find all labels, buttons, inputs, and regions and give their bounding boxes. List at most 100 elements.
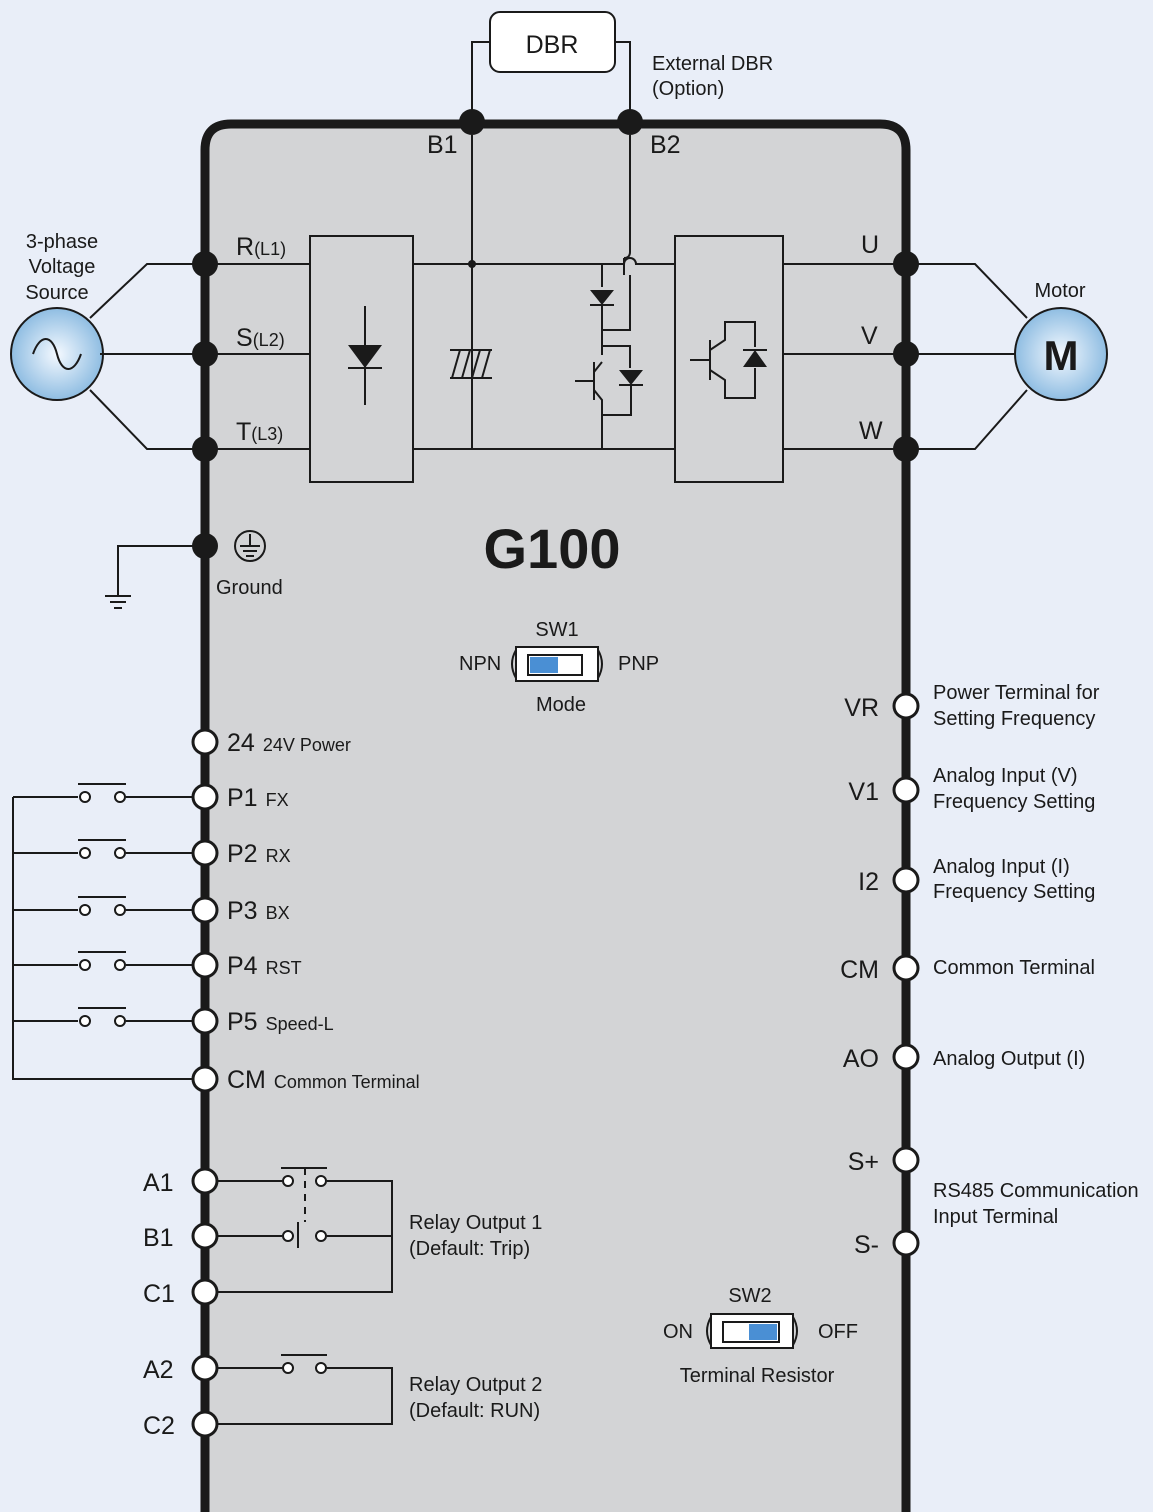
t-sub: (L3) [251, 424, 283, 444]
vr-desc1: Power Terminal for [933, 682, 1100, 704]
brake-transistor-icon [575, 264, 643, 449]
ao-label: AO [843, 1045, 879, 1073]
relay2-line1: Relay Output 2 [409, 1374, 542, 1396]
t-label: T [236, 418, 251, 446]
sw1-slider[interactable] [530, 657, 558, 673]
v1-desc1: Analog Input (V) [933, 765, 1078, 787]
c2-label: C2 [143, 1412, 175, 1440]
r-terminal[interactable] [192, 251, 218, 277]
term-p4-label: P4 [227, 952, 258, 980]
terminal-a1[interactable] [191, 1167, 219, 1195]
term-cm-label: CM [227, 1066, 266, 1094]
model-title: G100 [484, 517, 621, 580]
terminal-cm-left[interactable] [191, 1065, 219, 1093]
r-label: R [236, 233, 254, 261]
source-line2: Voltage [29, 256, 96, 278]
terminal-c2[interactable] [191, 1410, 219, 1438]
s-label: S [236, 324, 253, 352]
svg-text:T(L3): T(L3) [236, 418, 283, 446]
terminal-i2[interactable] [892, 866, 920, 894]
terminal-cm-right[interactable] [892, 954, 920, 982]
terminal-s-plus[interactable] [892, 1146, 920, 1174]
v1-label: V1 [848, 778, 879, 806]
terminal-vr[interactable] [892, 692, 920, 720]
voltage-source: 3-phase Voltage Source [10, 231, 205, 450]
b2-dc-terminal[interactable] [617, 109, 643, 135]
terminal-v1[interactable] [892, 776, 920, 804]
sw2-title: SW2 [728, 1285, 771, 1307]
vr-desc2: Setting Frequency [933, 708, 1095, 730]
analog-terminals: VR V1 I2 CM AO S+ S- Power Terminal for … [840, 682, 1139, 1259]
sw1-pnp-label: PNP [618, 653, 659, 675]
inverter-panel [200, 119, 911, 1512]
term-p5-label: P5 [227, 1008, 258, 1036]
svg-text:R(L1): R(L1) [236, 233, 286, 261]
s-terminal[interactable] [192, 341, 218, 367]
b1-label: B1 [427, 131, 458, 159]
relay2-contact [217, 1354, 393, 1425]
relay1-line1: Relay Output 1 [409, 1212, 542, 1234]
ground-icon [234, 530, 266, 562]
converter-block [309, 235, 414, 483]
output-terminals: U V W Motor M [859, 231, 1108, 462]
sw2-slider[interactable] [749, 1324, 777, 1340]
switch-p1[interactable] [13, 783, 193, 803]
rs485-desc1: RS485 Communication [933, 1180, 1139, 1202]
switch-p4[interactable] [13, 951, 193, 971]
a2-label: A2 [143, 1356, 174, 1384]
switch-p3[interactable] [13, 896, 193, 916]
b1-relay-label: B1 [143, 1224, 174, 1252]
sw1-title: SW1 [535, 619, 578, 641]
rs485-desc2: Input Terminal [933, 1206, 1058, 1228]
sw1-mode-label: Mode [536, 694, 586, 716]
terminal-p4[interactable] [191, 951, 219, 979]
terminal-b1[interactable] [191, 1222, 219, 1250]
terminal-s-minus[interactable] [892, 1229, 920, 1257]
terminal-a2[interactable] [191, 1354, 219, 1382]
term-cm-desc: Common Terminal [274, 1072, 420, 1092]
terminal-ao[interactable] [892, 1043, 920, 1071]
term-p2-label: P2 [227, 840, 258, 868]
motor-label: Motor [1034, 280, 1085, 302]
relay1-contact [217, 1167, 393, 1293]
terminal-p2[interactable] [191, 839, 219, 867]
igbt-icon [690, 321, 767, 399]
terminal-24[interactable] [191, 728, 219, 756]
relay1-line2: (Default: Trip) [409, 1238, 530, 1260]
terminal-c1[interactable] [191, 1278, 219, 1306]
input-terminals: R(L1) S(L2) T(L3) [192, 233, 286, 462]
term-p2-desc: RX [266, 846, 291, 866]
motor-symbol: M [1044, 332, 1079, 379]
sw2-on-label: ON [663, 1321, 693, 1343]
dbr-label: DBR [526, 31, 579, 59]
switch-p2[interactable] [13, 839, 193, 859]
v-label: V [861, 322, 878, 350]
u-label: U [861, 231, 879, 259]
term-24-label: 24 [227, 729, 255, 757]
terminal-p1[interactable] [191, 783, 219, 811]
term-p3-label: P3 [227, 897, 258, 925]
s-minus-label: S- [854, 1231, 879, 1259]
sw1-npn-label: NPN [459, 653, 501, 675]
dbr-section: DBR External DBR (Option) B1 B2 [427, 11, 773, 159]
vr-label: VR [844, 694, 879, 722]
r-sub: (L1) [254, 239, 286, 259]
t-terminal[interactable] [192, 436, 218, 462]
external-dbr-option: (Option) [652, 78, 724, 100]
relay2-line2: (Default: RUN) [409, 1400, 540, 1422]
source-line1: 3-phase [26, 231, 98, 253]
sw2-switch[interactable]: SW2 ON OFF Terminal Resistor [663, 1285, 858, 1387]
terminal-p3[interactable] [191, 896, 219, 924]
relay-outputs: A1 B1 C1 A2 C2 Relay Output 1 (Default: … [143, 1167, 542, 1440]
b1-dc-terminal[interactable] [459, 109, 485, 135]
sw2-off-label: OFF [818, 1321, 858, 1343]
term-p3-desc: BX [266, 903, 290, 923]
term-p1-desc: FX [266, 790, 289, 810]
switch-p5[interactable] [13, 1007, 193, 1027]
cm-right-desc: Common Terminal [933, 957, 1095, 979]
sw1-switch[interactable]: SW1 NPN PNP Mode [459, 619, 659, 716]
rectifier-diode-icon [348, 345, 382, 368]
terminal-p5[interactable] [191, 1007, 219, 1035]
